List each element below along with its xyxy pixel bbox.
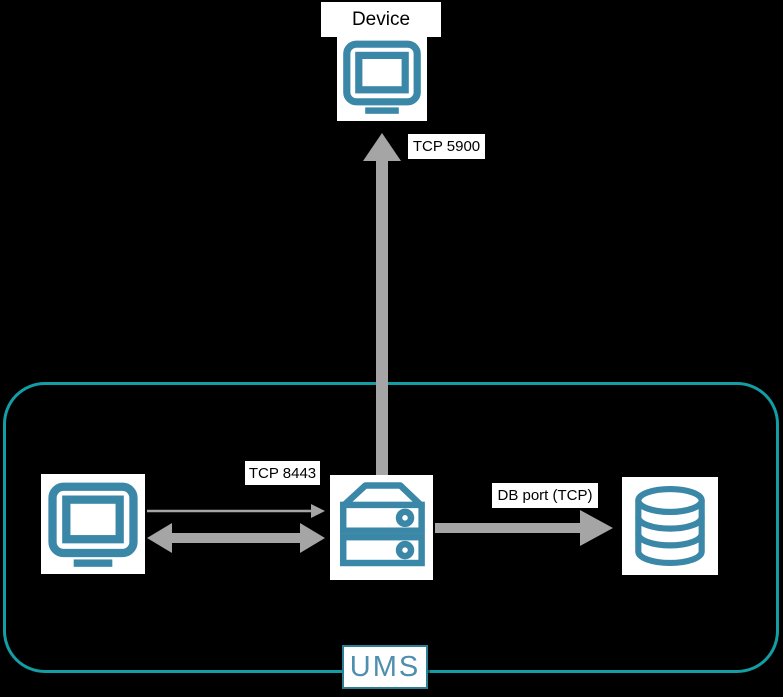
arrow-double-icon bbox=[147, 523, 325, 553]
tcp8443-label: TCP 8443 bbox=[245, 461, 320, 485]
monitor-icon bbox=[48, 482, 138, 567]
monitor-icon bbox=[343, 40, 421, 114]
ums-boundary-label: UMS bbox=[342, 645, 428, 689]
tcp5900-label: TCP 5900 bbox=[408, 134, 485, 159]
arrow-thin-right-icon bbox=[147, 504, 325, 518]
database-node bbox=[622, 477, 718, 575]
arrow-up-icon bbox=[363, 133, 401, 475]
dbport-label: DB port (TCP) bbox=[492, 483, 598, 508]
device-node bbox=[337, 33, 427, 121]
arrow-right-icon bbox=[435, 510, 613, 546]
server-node bbox=[330, 475, 433, 580]
database-icon bbox=[635, 485, 705, 567]
console-node bbox=[41, 474, 145, 574]
device-label: Device bbox=[321, 2, 441, 37]
server-icon bbox=[339, 482, 425, 567]
